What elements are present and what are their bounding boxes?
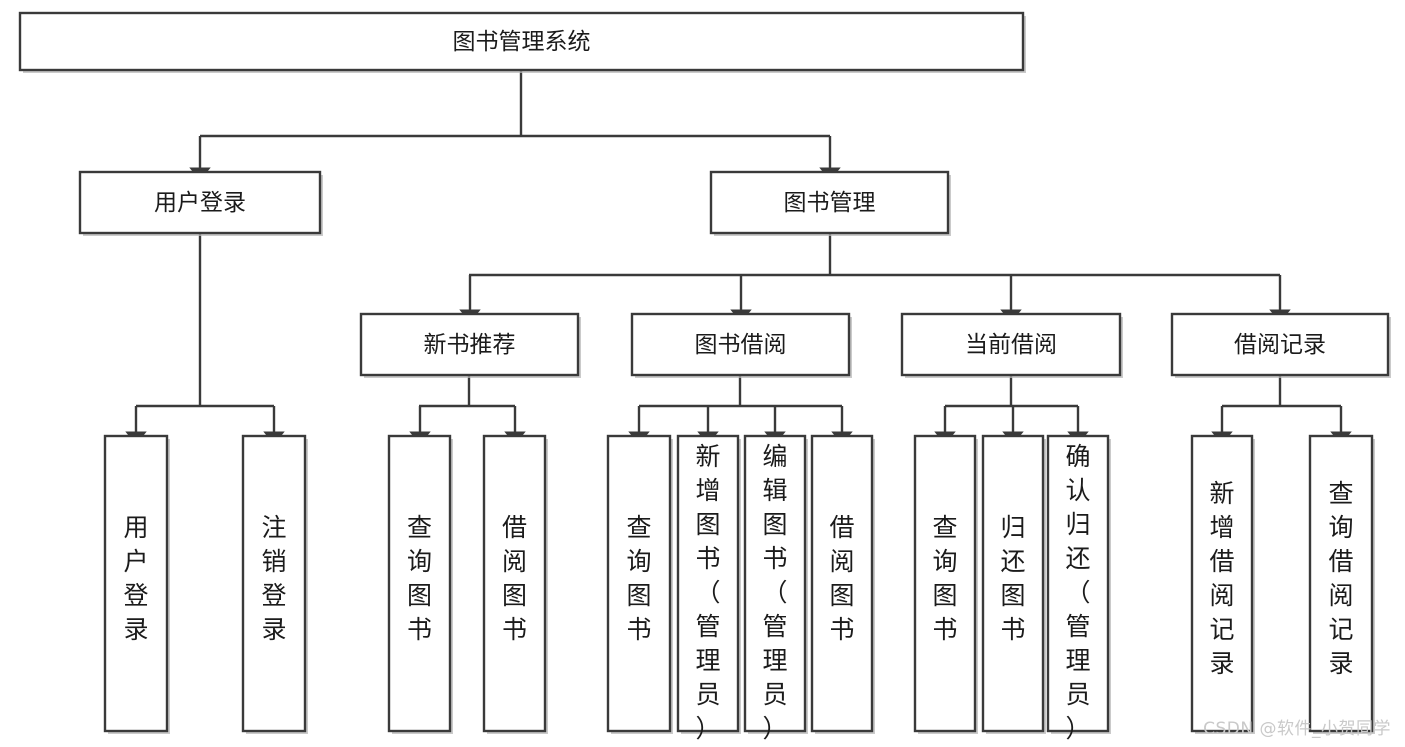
node-label: 当前借阅: [965, 332, 1057, 358]
node-box[interactable]: [1170, 312, 1390, 377]
node-label: 图书管理系统: [453, 29, 591, 55]
node-label: 新书推荐: [424, 332, 516, 358]
node-box[interactable]: [810, 434, 874, 733]
connector-borrow-to-leaves: [628, 375, 853, 445]
node-label: 用户登录: [123, 513, 148, 644]
node-leaf-return-book[interactable]: 归还图书: [981, 434, 1046, 734]
node-label: 归还图书: [1000, 513, 1025, 644]
node-box[interactable]: [743, 434, 807, 733]
node-box[interactable]: [709, 170, 950, 235]
node-leaf-query-book-current[interactable]: 查询图书: [913, 434, 978, 734]
node-label: 新增图书（管理员）: [695, 442, 720, 743]
connector-userlogin-to-leaves: [125, 233, 285, 445]
node-leaf-query-book-recommend[interactable]: 查询图书: [387, 434, 453, 734]
node-label: 图书管理: [784, 190, 876, 216]
node-label: 图书借阅: [695, 332, 787, 358]
node-box[interactable]: [241, 434, 307, 733]
connector-bookmgmt-to-level2: [459, 233, 1291, 323]
node-box[interactable]: [1308, 434, 1374, 733]
node-leaf-edit-book-admin[interactable]: 编辑图书（管理员）: [743, 434, 808, 743]
node-label: 查询图书: [407, 513, 432, 644]
node-label: 确认归还（管理员）: [1065, 442, 1090, 743]
node-book-borrow[interactable]: 图书借阅: [630, 312, 852, 378]
node-box[interactable]: [78, 170, 322, 235]
node-borrow-record[interactable]: 借阅记录: [1170, 312, 1391, 378]
node-label: 查询借阅记录: [1328, 479, 1353, 678]
node-leaf-borrow-book-recommend[interactable]: 借阅图书: [482, 434, 548, 734]
node-box[interactable]: [359, 312, 580, 377]
node-leaf-query-book-borrow[interactable]: 查询图书: [606, 434, 673, 734]
connector-record-to-leaves: [1211, 375, 1352, 445]
connector-root-to-level1: [189, 70, 841, 181]
node-user-login[interactable]: 用户登录: [78, 170, 323, 236]
node-box[interactable]: [103, 434, 169, 733]
connector-layer: [125, 70, 1352, 445]
node-box[interactable]: [630, 312, 851, 377]
node-current-borrow[interactable]: 当前借阅: [900, 312, 1123, 378]
connector-current-to-leaves: [934, 375, 1089, 445]
node-box[interactable]: [606, 434, 672, 733]
node-box[interactable]: [1190, 434, 1254, 733]
node-new-book-recommend[interactable]: 新书推荐: [359, 312, 581, 378]
node-root[interactable]: 图书管理系统: [18, 11, 1026, 73]
node-box[interactable]: [900, 312, 1122, 377]
node-label: 编辑图书（管理员）: [762, 442, 787, 743]
node-label: 借阅图书: [502, 513, 527, 644]
node-box[interactable]: [387, 434, 452, 733]
node-label: 用户登录: [154, 190, 246, 216]
connector-recommend-to-leaves: [409, 375, 526, 445]
node-box[interactable]: [913, 434, 977, 733]
node-box[interactable]: [676, 434, 740, 733]
node-label: 查询图书: [932, 513, 957, 644]
node-book-management[interactable]: 图书管理: [709, 170, 951, 236]
node-label: 新增借阅记录: [1209, 479, 1234, 678]
node-leaf-query-borrow-record[interactable]: 查询借阅记录: [1308, 434, 1375, 734]
node-box[interactable]: [981, 434, 1045, 733]
node-leaf-user-login[interactable]: 用户登录: [103, 434, 170, 734]
node-label: 注销登录: [261, 513, 286, 644]
node-leaf-add-book-admin[interactable]: 新增图书（管理员）: [676, 434, 741, 743]
node-box[interactable]: [18, 11, 1025, 72]
node-label: 借阅图书: [829, 513, 854, 644]
node-leaf-add-borrow-record[interactable]: 新增借阅记录: [1190, 434, 1255, 734]
node-label: 查询图书: [626, 513, 651, 644]
node-label: 借阅记录: [1234, 332, 1326, 358]
node-leaf-confirm-return-admin[interactable]: 确认归还（管理员）: [1046, 434, 1111, 743]
node-box[interactable]: [482, 434, 547, 733]
watermark-label: CSDN @软件_小贺同学: [1203, 719, 1391, 739]
node-layer: 图书管理系统用户登录图书管理新书推荐图书借阅当前借阅借阅记录用户登录注销登录查询…: [18, 11, 1391, 743]
node-box[interactable]: [1046, 434, 1110, 733]
node-leaf-logout[interactable]: 注销登录: [241, 434, 308, 734]
node-leaf-borrow-book[interactable]: 借阅图书: [810, 434, 875, 734]
